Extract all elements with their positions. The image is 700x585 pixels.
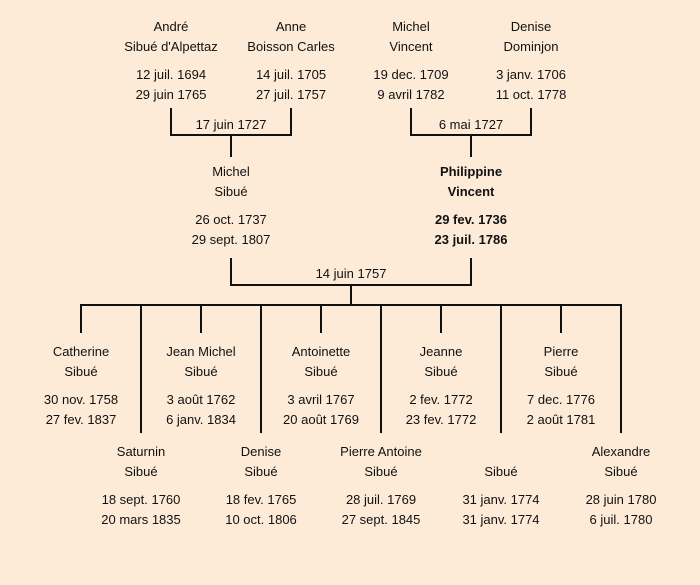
person-birth-date: 14 juil. 1705 bbox=[255, 67, 327, 82]
person-death-date: 23 juil. 1786 bbox=[434, 232, 508, 247]
person-birth-date: 3 août 1762 bbox=[166, 392, 236, 407]
marriage-date: 6 mai 1727 bbox=[438, 117, 504, 132]
person-first-name: Pierre bbox=[543, 344, 579, 359]
descent-line bbox=[350, 285, 352, 305]
person-first-name: Denise bbox=[510, 19, 552, 34]
sibling-line bbox=[80, 304, 622, 306]
child-connector bbox=[80, 305, 82, 333]
person-death-date: 29 sept. 1807 bbox=[191, 232, 271, 247]
person-death-date: 9 avril 1782 bbox=[377, 87, 445, 102]
person-first-name: Saturnin bbox=[116, 444, 166, 459]
marriage-connector bbox=[470, 258, 472, 286]
marriage-connector bbox=[170, 108, 172, 136]
person-death-date: 20 août 1769 bbox=[283, 412, 359, 427]
person-birth-date: 28 juin 1780 bbox=[585, 492, 657, 507]
person-first-name: Alexandre bbox=[591, 444, 651, 459]
person-birth-date: 30 nov. 1758 bbox=[43, 392, 119, 407]
person-birth-date: 2 fev. 1772 bbox=[409, 392, 473, 407]
person-death-date: 23 fev. 1772 bbox=[405, 412, 477, 427]
person-birth-date: 12 juil. 1694 bbox=[135, 67, 207, 82]
person-last-name: Sibué bbox=[214, 184, 248, 199]
person-last-name: Dominjon bbox=[503, 39, 559, 54]
person-first-name: André bbox=[153, 19, 189, 34]
person-last-name: Sibué bbox=[484, 464, 518, 479]
child-connector bbox=[440, 305, 442, 333]
child-connector bbox=[500, 305, 502, 433]
person-death-date: 20 mars 1835 bbox=[101, 512, 181, 527]
marriage-connector bbox=[530, 108, 532, 136]
person-birth-date: 29 fev. 1736 bbox=[434, 212, 508, 227]
person-death-date: 10 oct. 1806 bbox=[225, 512, 297, 527]
person-birth-date: 31 janv. 1774 bbox=[462, 492, 540, 507]
person-death-date: 11 oct. 1778 bbox=[495, 87, 567, 102]
child-connector bbox=[260, 305, 262, 433]
person-death-date: 31 janv. 1774 bbox=[462, 512, 540, 527]
person-birth-date: 19 dec. 1709 bbox=[373, 67, 449, 82]
person-last-name: Sibué d'Alpettaz bbox=[124, 39, 218, 54]
person-last-name: Sibué bbox=[304, 364, 338, 379]
person-birth-date: 28 juil. 1769 bbox=[345, 492, 417, 507]
person-death-date: 27 juil. 1757 bbox=[255, 87, 327, 102]
person-last-name: Sibué bbox=[184, 364, 218, 379]
child-connector bbox=[140, 305, 142, 433]
child-connector bbox=[380, 305, 382, 433]
marriage-connector bbox=[410, 108, 412, 136]
person-first-name: Anne bbox=[275, 19, 307, 34]
child-connector bbox=[320, 305, 322, 333]
child-connector bbox=[200, 305, 202, 333]
person-birth-date: 3 janv. 1706 bbox=[496, 67, 566, 82]
person-last-name: Vincent bbox=[389, 39, 433, 54]
person-last-name: Sibué bbox=[244, 464, 278, 479]
person-last-name: Vincent bbox=[447, 184, 495, 199]
person-birth-date: 18 sept. 1760 bbox=[101, 492, 181, 507]
person-first-name: Michel bbox=[212, 164, 250, 179]
person-death-date: 27 fev. 1837 bbox=[45, 412, 117, 427]
person-birth-date: 18 fev. 1765 bbox=[225, 492, 297, 507]
person-first-name: Catherine bbox=[52, 344, 110, 359]
person-last-name: Sibué bbox=[424, 364, 458, 379]
person-death-date: 6 janv. 1834 bbox=[166, 412, 236, 427]
person-last-name: Boisson Carles bbox=[247, 39, 335, 54]
descent-line bbox=[230, 135, 232, 157]
descent-line bbox=[470, 135, 472, 157]
person-last-name: Sibué bbox=[604, 464, 638, 479]
person-last-name: Sibué bbox=[64, 364, 98, 379]
person-first-name: Jeanne bbox=[419, 344, 463, 359]
person-first-name: Denise bbox=[240, 444, 282, 459]
person-first-name: Philippine bbox=[439, 164, 503, 179]
person-last-name: Sibué bbox=[124, 464, 158, 479]
marriage-connector bbox=[290, 108, 292, 136]
person-first-name: Antoinette bbox=[291, 344, 351, 359]
person-last-name: Sibué bbox=[544, 364, 578, 379]
person-birth-date: 7 dec. 1776 bbox=[527, 392, 595, 407]
child-connector bbox=[560, 305, 562, 333]
person-first-name: Jean Michel bbox=[166, 344, 236, 359]
person-first-name: Pierre Antoine bbox=[340, 444, 422, 459]
person-death-date: 2 août 1781 bbox=[526, 412, 596, 427]
person-death-date: 27 sept. 1845 bbox=[341, 512, 421, 527]
child-connector bbox=[620, 305, 622, 433]
person-death-date: 29 juin 1765 bbox=[135, 87, 207, 102]
person-birth-date: 3 avril 1767 bbox=[287, 392, 355, 407]
person-last-name: Sibué bbox=[364, 464, 398, 479]
person-death-date: 6 juil. 1780 bbox=[589, 512, 653, 527]
marriage-connector bbox=[230, 258, 232, 286]
marriage-date: 17 juin 1727 bbox=[195, 117, 267, 132]
marriage-date: 14 juin 1757 bbox=[315, 266, 387, 281]
person-first-name: Michel bbox=[392, 19, 430, 34]
person-birth-date: 26 oct. 1737 bbox=[195, 212, 267, 227]
